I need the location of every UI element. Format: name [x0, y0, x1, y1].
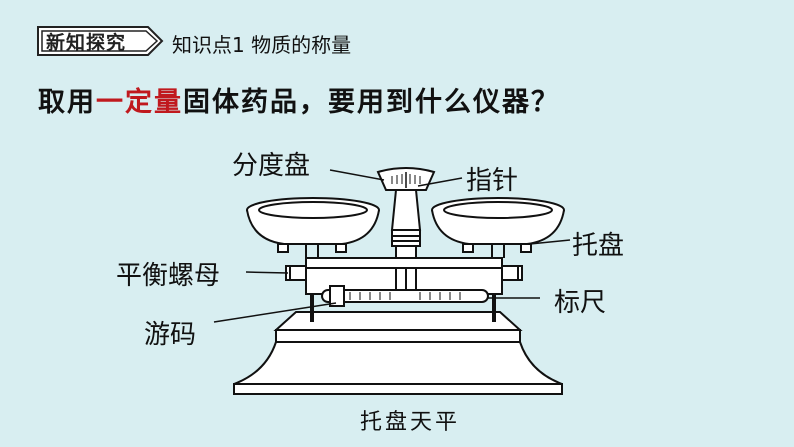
label-pointer: 指针	[466, 166, 519, 196]
question-after: 固体药品，要用到什么仪器？	[183, 87, 560, 118]
leader-lines	[213, 169, 571, 323]
pointer-column	[390, 189, 422, 293]
badge-frame	[37, 26, 164, 56]
left-pan	[246, 197, 380, 253]
pan-supports	[305, 244, 505, 322]
label-dial: 分度盘	[232, 151, 311, 181]
label-pan: 托盘	[572, 231, 625, 261]
balance-base	[233, 311, 563, 395]
right-pan	[431, 197, 565, 253]
label-rider: 游码	[144, 320, 197, 350]
scale-ruler	[321, 285, 489, 307]
label-balance-nut: 平衡螺母	[116, 261, 221, 291]
badge-label: 新知探究	[46, 31, 127, 54]
question-before: 取用	[38, 87, 96, 118]
diagram-caption: 托盘天平	[360, 410, 461, 435]
label-scale: 标尺	[554, 288, 607, 318]
dial-plate	[376, 167, 436, 191]
question-text: 取用一定量固体药品，要用到什么仪器？	[38, 80, 560, 119]
topic-title: 知识点1 物质的称量	[172, 33, 352, 57]
question-highlight: 一定量	[96, 87, 183, 118]
section-badge: 新知探究	[36, 25, 164, 57]
